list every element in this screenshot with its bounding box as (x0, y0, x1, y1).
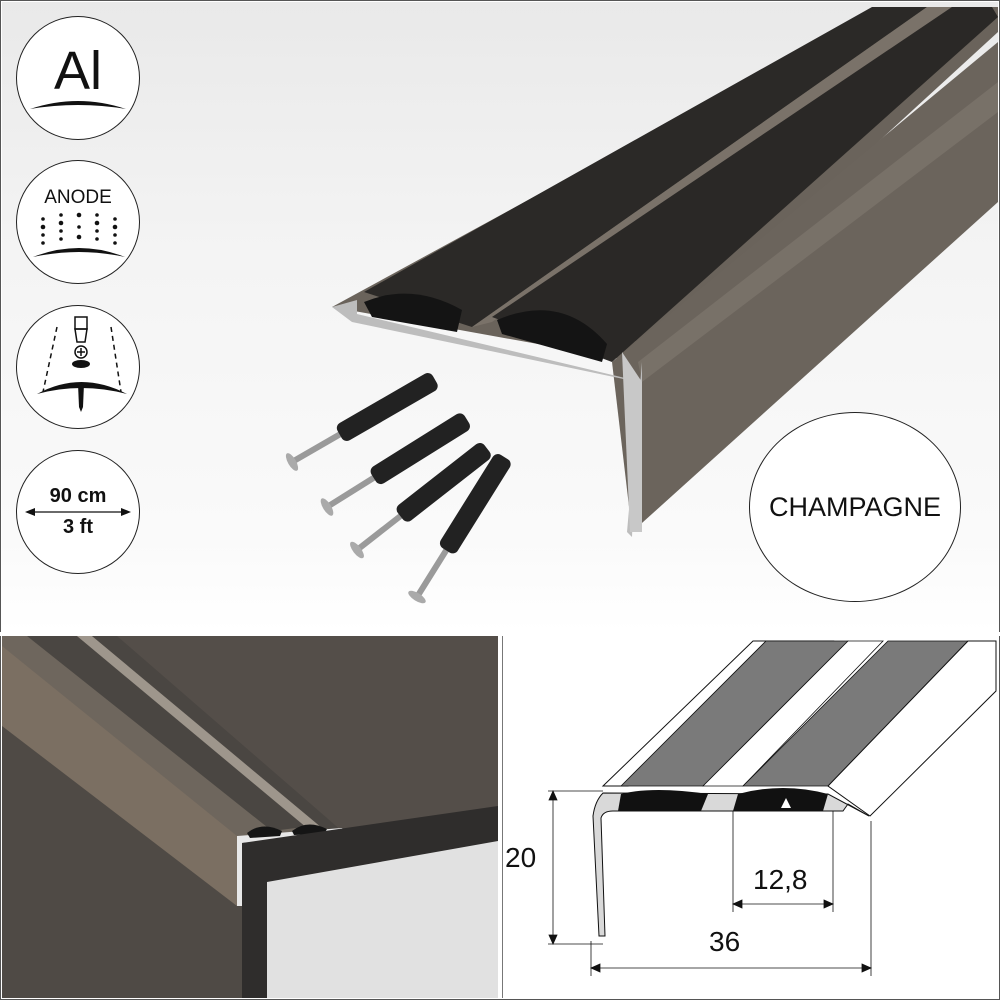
length-badge: 90 cm 3 ft (16, 450, 140, 574)
colour-label: CHAMPAGNE (768, 491, 942, 522)
screw-fixing-badge (16, 305, 140, 429)
anodized-icon (33, 212, 125, 257)
stair-nosing-profile (285, 7, 998, 604)
technical-drawing: 20 12,8 36 (502, 636, 999, 998)
installed-photo (2, 636, 498, 998)
fixing-screws (285, 373, 511, 604)
width-dimension: 36 (709, 926, 741, 957)
height-dimension: 20 (505, 842, 537, 873)
material-label: Al (53, 41, 102, 101)
aluminium-icon (30, 101, 126, 109)
profile-cross-section-diagram (548, 640, 997, 976)
length-arrow-icon (25, 508, 131, 516)
installed-stair-illustration (2, 636, 498, 998)
length-metric: 90 cm (49, 485, 107, 507)
insert-width-dimension: 12,8 (753, 864, 808, 895)
screw-fixing-icon (37, 316, 127, 412)
aluminium-badge: Al (16, 16, 140, 140)
length-imperial: 3 ft (63, 516, 93, 538)
finish-label: ANODE (44, 187, 112, 208)
colour-badge: CHAMPAGNE (749, 412, 961, 602)
anodized-badge: ANODE (16, 160, 140, 284)
divider (0, 632, 1000, 636)
